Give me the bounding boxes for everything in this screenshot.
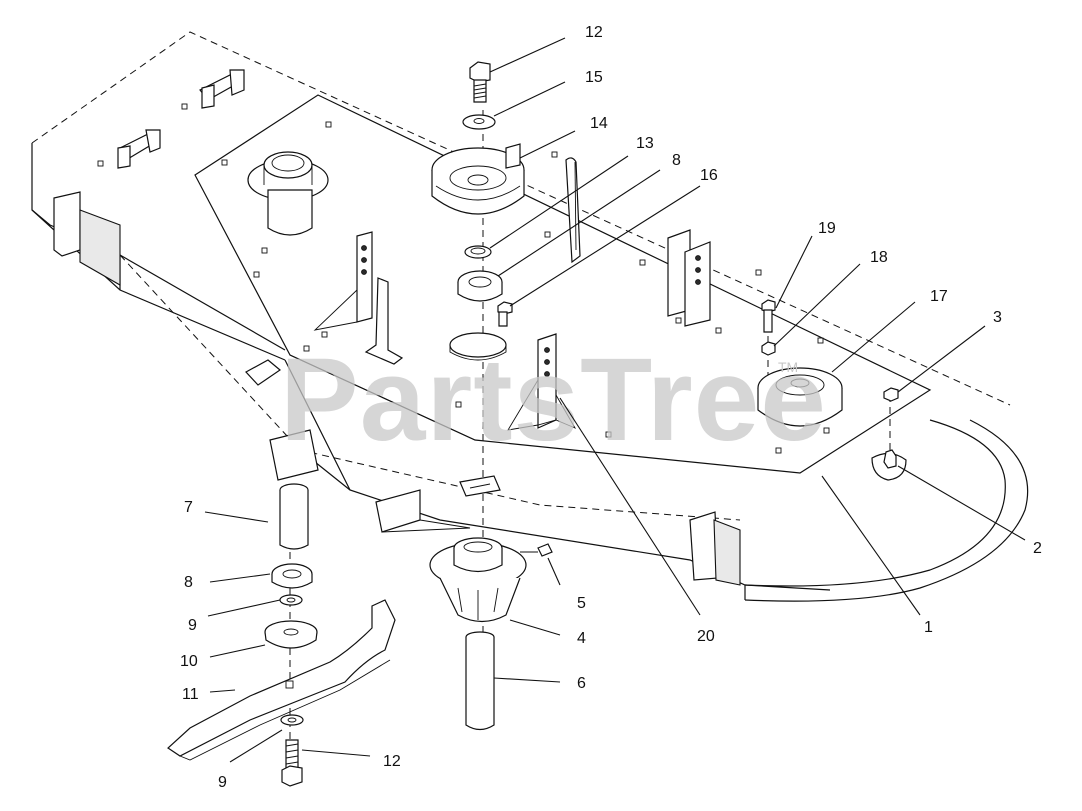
callout-2: 2 bbox=[1033, 540, 1042, 557]
leader-lines bbox=[204, 37, 1026, 763]
callout-9-top: 9 bbox=[188, 617, 197, 634]
part-4-spindle-housing bbox=[429, 537, 527, 623]
callout-10: 10 bbox=[180, 653, 198, 670]
callout-8-bottom: 8 bbox=[184, 574, 193, 591]
callout-14: 14 bbox=[590, 115, 608, 132]
belt-guide-bracket-right bbox=[667, 229, 711, 327]
part-9-washer-top bbox=[279, 594, 303, 606]
svg-text:TM: TM bbox=[778, 359, 798, 375]
callout-16: 16 bbox=[700, 167, 718, 184]
blade-assembly bbox=[167, 483, 396, 787]
part-10-blade-cup bbox=[264, 620, 318, 649]
callout-19: 19 bbox=[818, 220, 836, 237]
right-spindle-parts bbox=[757, 299, 907, 481]
part-8-bearing-top bbox=[457, 270, 503, 302]
part-8-bearing-bottom bbox=[271, 563, 313, 589]
part-13-spacer bbox=[464, 245, 492, 259]
callout-12-top: 12 bbox=[585, 24, 603, 41]
callout-13: 13 bbox=[636, 135, 654, 152]
callout-12-bottom: 12 bbox=[383, 753, 401, 770]
part-3-nut bbox=[883, 387, 899, 402]
callout-labels: 12 15 14 13 8 16 19 18 17 3 2 1 20 5 4 6… bbox=[180, 24, 1042, 791]
part-11-blade bbox=[167, 599, 396, 761]
deck-plate bbox=[97, 94, 932, 474]
callout-18: 18 bbox=[870, 249, 888, 266]
part-14-pulley bbox=[431, 143, 525, 215]
callout-5: 5 bbox=[577, 595, 586, 612]
part-6-shaft bbox=[465, 631, 495, 731]
part-18-nut bbox=[761, 341, 776, 356]
part-7-spacer-tube bbox=[279, 483, 309, 550]
callout-8-top: 8 bbox=[672, 152, 681, 169]
left-spindle-housing bbox=[247, 151, 329, 236]
callout-20: 20 bbox=[697, 628, 715, 645]
deck-housing bbox=[31, 31, 1029, 602]
part-12-bottom-bolt bbox=[281, 739, 303, 787]
part-5-grease-fitting bbox=[520, 543, 553, 557]
svg-text:PartsTree: PartsTree bbox=[280, 334, 827, 466]
part-9-washer-bottom bbox=[280, 714, 304, 726]
belt-guide-bracket-left bbox=[313, 231, 404, 365]
callout-15: 15 bbox=[585, 69, 603, 86]
center-spindle-stack bbox=[429, 61, 577, 731]
callout-6: 6 bbox=[577, 675, 586, 692]
callout-3: 3 bbox=[993, 309, 1002, 326]
callout-4: 4 bbox=[577, 630, 586, 647]
part-17-pulley bbox=[757, 367, 843, 427]
deck-mount-brackets bbox=[53, 69, 741, 586]
callout-17: 17 bbox=[930, 288, 948, 305]
part-15-washer bbox=[462, 114, 496, 130]
callout-7: 7 bbox=[184, 499, 193, 516]
callout-11: 11 bbox=[182, 686, 199, 703]
part-20-bracket bbox=[507, 333, 577, 431]
part-16-bolt bbox=[497, 301, 513, 327]
part-19-bolt bbox=[761, 299, 776, 333]
callout-9-bottom: 9 bbox=[218, 774, 227, 791]
part-12-top-bolt bbox=[469, 61, 491, 103]
callout-1: 1 bbox=[924, 619, 933, 636]
parts-tree-watermark: PartsTree TM bbox=[280, 334, 827, 466]
part-2-bolt-mount bbox=[871, 449, 907, 481]
